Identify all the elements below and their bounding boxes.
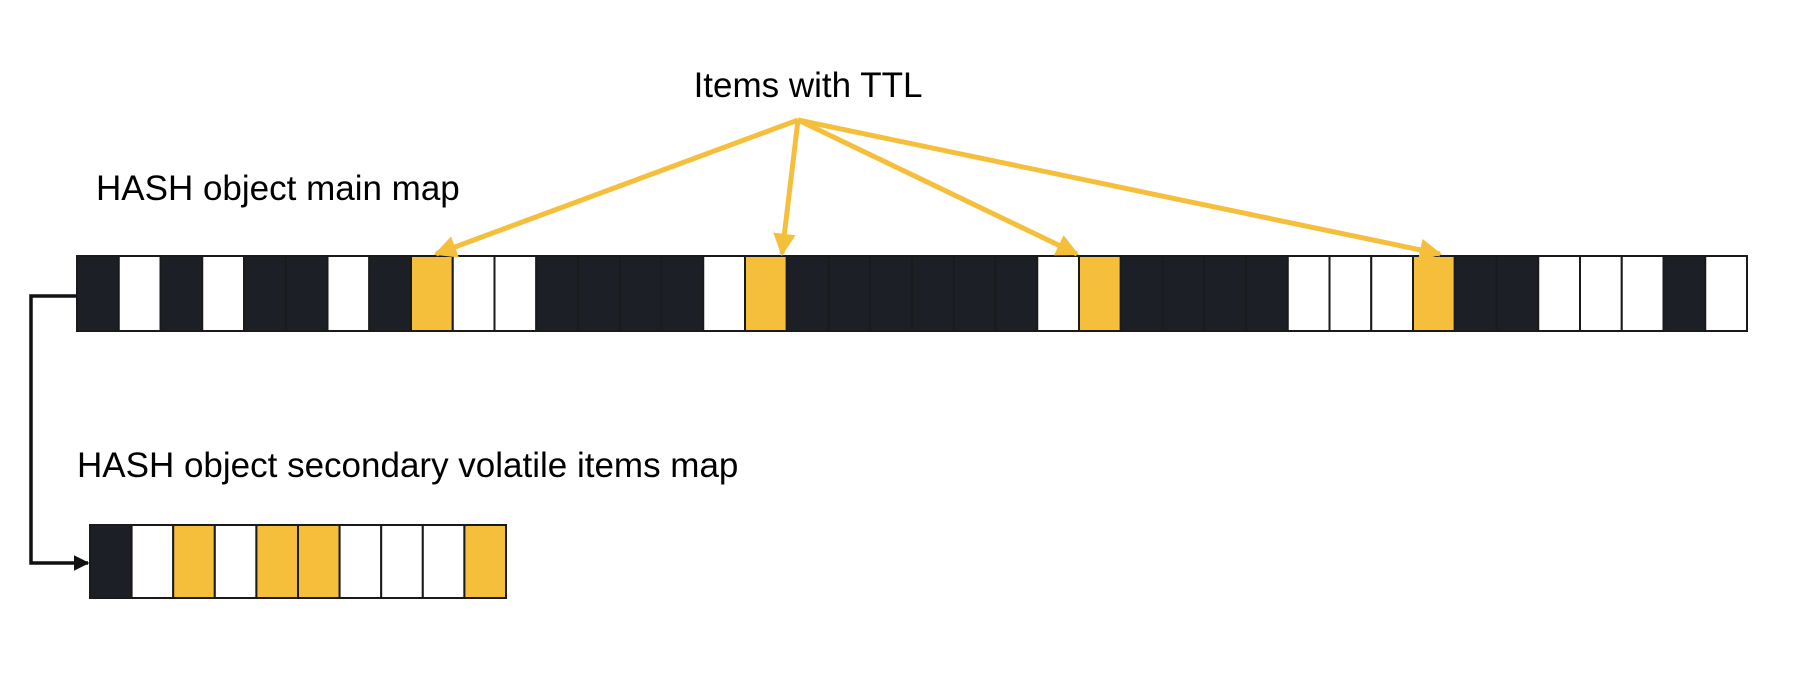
main-map-cell-ttl xyxy=(1078,255,1122,332)
main-map-cell-empty xyxy=(1286,255,1331,332)
main-map-cell-used xyxy=(1495,255,1540,332)
main-map-cell-empty xyxy=(493,255,538,332)
secondary-map-cell-empty xyxy=(213,524,258,599)
secondary-map-cell-ttl xyxy=(255,524,299,599)
main-map-label: HASH object main map xyxy=(96,169,460,208)
ttl-arrow-2 xyxy=(773,119,801,257)
main-map-cell-used xyxy=(869,255,913,332)
main-map-cell-ttl xyxy=(1412,255,1456,332)
main-map-cell-used xyxy=(911,255,955,332)
main-map-cell-used xyxy=(368,255,412,332)
ttl-arrow-3 xyxy=(796,117,1080,257)
ttl-arrow-4 xyxy=(797,117,1443,261)
secondary-map-cell-empty xyxy=(338,524,383,599)
main-map-cell-used xyxy=(618,255,663,332)
secondary-map-cell-empty xyxy=(130,524,175,599)
ttl-label: Items with TTL xyxy=(694,66,923,105)
secondary-map-array xyxy=(89,524,507,599)
main-map-cell-used xyxy=(1453,255,1498,332)
secondary-map-label: HASH object secondary volatile items map xyxy=(77,446,738,485)
secondary-map-cell-empty xyxy=(380,524,424,599)
main-map-cell-empty xyxy=(451,255,496,332)
main-map-array xyxy=(76,255,1748,332)
secondary-map-cell-empty xyxy=(421,524,466,599)
main-map-cell-used xyxy=(1245,255,1289,332)
main-map-cell-ttl xyxy=(410,255,454,332)
ttl-arrows xyxy=(433,117,1443,261)
main-map-cell-ttl xyxy=(744,255,788,332)
secondary-map-cell-ttl xyxy=(297,524,341,599)
main-map-cell-empty xyxy=(1328,255,1373,332)
main-map-cell-used xyxy=(660,255,705,332)
secondary-map-cell-used xyxy=(89,524,133,599)
main-map-cell-empty xyxy=(201,255,245,332)
main-map-cell-empty xyxy=(702,255,746,332)
main-map-cell-empty xyxy=(1537,255,1581,332)
main-map-cell-used xyxy=(535,255,579,332)
main-map-cell-empty xyxy=(1370,255,1414,332)
secondary-map-cell-ttl xyxy=(172,524,216,599)
main-map-cell-used xyxy=(76,255,120,332)
main-map-cell-used xyxy=(1203,255,1247,332)
main-map-cell-used xyxy=(243,255,287,332)
ttl-arrow-1 xyxy=(433,117,799,258)
main-map-cell-used xyxy=(827,255,872,332)
main-map-cell-empty xyxy=(326,255,371,332)
main-map-cell-used xyxy=(159,255,204,332)
main-map-cell-empty xyxy=(1620,255,1665,332)
main-map-cell-used xyxy=(577,255,621,332)
main-map-cell-used xyxy=(785,255,830,332)
main-map-cell-used xyxy=(1662,255,1707,332)
link-arrow xyxy=(29,294,90,571)
main-map-cell-used xyxy=(952,255,997,332)
main-map-cell-used xyxy=(994,255,1039,332)
main-map-cell-empty xyxy=(1579,255,1623,332)
main-map-cell-used xyxy=(1161,255,1206,332)
main-map-cell-used xyxy=(1119,255,1164,332)
main-map-cell-empty xyxy=(1036,255,1080,332)
secondary-map-cell-ttl xyxy=(463,524,507,599)
main-map-cell-used xyxy=(284,255,329,332)
main-map-cell-empty xyxy=(117,255,162,332)
main-map-cell-empty xyxy=(1704,255,1748,332)
